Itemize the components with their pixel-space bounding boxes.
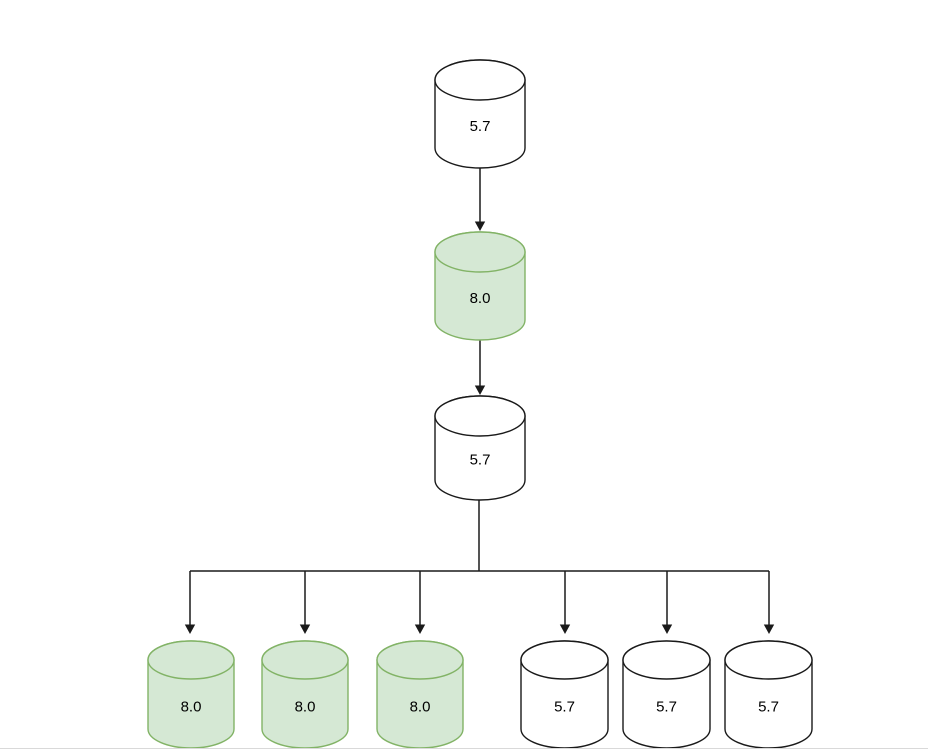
cylinder-node[interactable]: 5.7: [434, 59, 526, 169]
bus-edge-group: [184, 500, 775, 634]
bus-drop-arrowhead-5: [661, 624, 673, 634]
cylinder-top-ellipse: [622, 640, 711, 680]
cylinder-top-ellipse: [434, 395, 526, 437]
cylinder-label: 5.7: [554, 698, 575, 715]
bus-drop-arrowhead-6: [763, 624, 775, 634]
cylinder-node[interactable]: 8.0: [434, 231, 526, 341]
cylinder-node[interactable]: 8.0: [376, 640, 464, 749]
cylinder-top-ellipse: [724, 640, 813, 680]
bus-drop-arrowhead-2: [299, 624, 311, 634]
bus-drop-arrowhead-4: [559, 624, 571, 634]
cylinder-node[interactable]: 8.0: [147, 640, 235, 749]
cylinder-top-ellipse: [520, 640, 609, 680]
cylinder-node[interactable]: 5.7: [434, 395, 526, 501]
cylinder-label: 8.0: [181, 698, 202, 715]
cylinder-label: 8.0: [295, 698, 316, 715]
cylinder-node[interactable]: 8.0: [261, 640, 349, 749]
cylinder-top-ellipse: [376, 640, 464, 680]
cylinder-label: 5.7: [656, 698, 677, 715]
cylinder-label: 8.0: [470, 290, 491, 307]
edges-layer: [184, 168, 775, 634]
edge-n1-to-n2: [474, 168, 486, 231]
cylinder-top-ellipse: [147, 640, 235, 680]
cylinder-top-ellipse: [434, 59, 526, 101]
edge-arrowhead: [474, 221, 486, 231]
cylinder-top-ellipse: [434, 231, 526, 273]
bus-drop-arrowhead-3: [414, 624, 426, 634]
cylinder-node[interactable]: 5.7: [622, 640, 711, 749]
cylinder-top-ellipse: [261, 640, 349, 680]
cylinder-node[interactable]: 5.7: [520, 640, 609, 749]
nodes-layer: 5.7 8.0 5.7 8.0 8.0 8.0 5.7 5.7 5.7: [147, 59, 813, 749]
cylinder-label: 8.0: [410, 698, 431, 715]
edge-n2-to-n3: [474, 340, 486, 395]
cylinder-label: 5.7: [758, 698, 779, 715]
cylinder-node[interactable]: 5.7: [724, 640, 813, 749]
cylinder-label: 5.7: [470, 118, 491, 135]
cylinder-label: 5.7: [470, 451, 491, 468]
bus-drop-arrowhead-1: [184, 624, 196, 634]
edge-arrowhead: [474, 385, 486, 395]
